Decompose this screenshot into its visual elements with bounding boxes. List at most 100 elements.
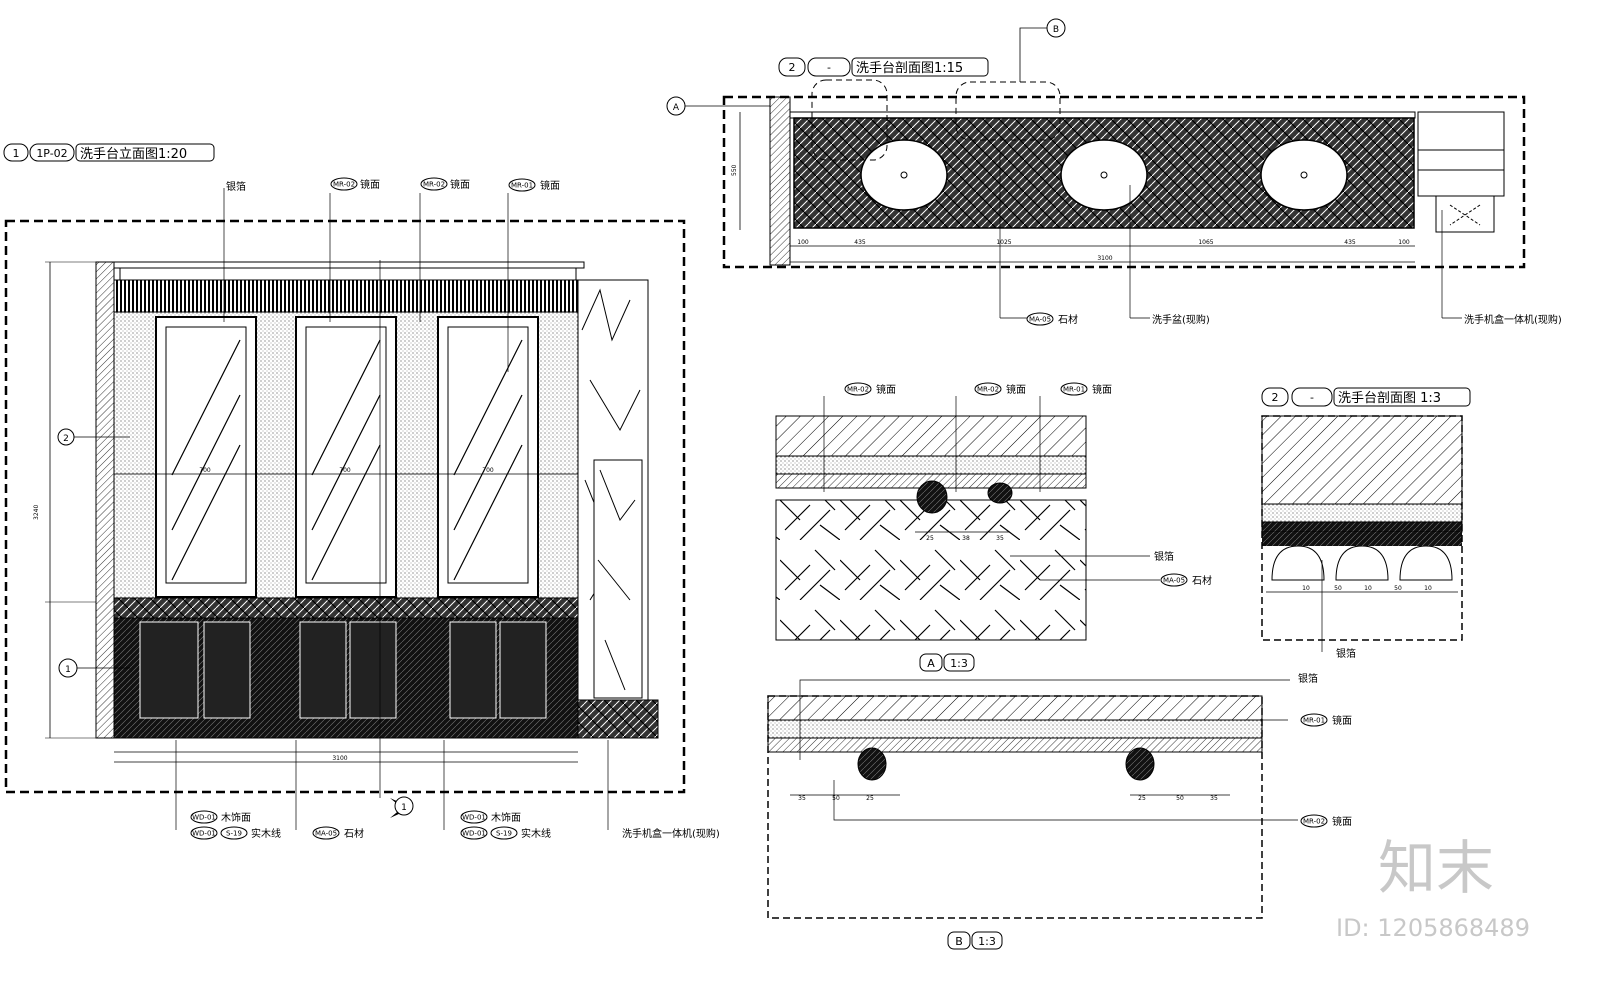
elevation-marker-bottom: 1 (401, 803, 407, 813)
detail-b-callouts: 银箔 MR-01 镜面 MR-02 镜面 (799, 672, 1352, 828)
detail-2-dim-10b: 10 (1364, 585, 1372, 592)
elevation-bottom-callouts: WD-01 木饰面 WD-01 S-19 实木线 MA-05 石材 WD-01 … (175, 740, 720, 840)
tag-mr02-b: MR-02 (423, 181, 445, 189)
plan-dim-height: 550 (731, 164, 738, 176)
section-plan-callouts: MA-05 石材 洗手盆(现购) 洗手机盒一体机(现购) (999, 150, 1562, 326)
plan-dim-435a: 435 (854, 239, 866, 246)
callout-detail-b-silver: 银箔 (1298, 672, 1318, 685)
callout-detail-b-mirror2: 镜面 (1332, 815, 1352, 828)
detail-2-dim-50b: 50 (1394, 585, 1402, 592)
section-plan-frame (722, 95, 1526, 269)
tag-mr01-detail-a: MR-01 (1063, 386, 1085, 394)
detail-a-scale: 1:3 (950, 657, 968, 670)
tag-wd01-c: WD-01 (462, 814, 486, 822)
callout-detail-b-mirror1: 镜面 (1332, 714, 1352, 727)
detail-b-dim-25b: 25 (1138, 795, 1146, 802)
callout-wood-veneer-b: 木饰面 (491, 811, 521, 824)
detail-b-dim-50a: 50 (832, 795, 840, 802)
elevation-number: 1 (13, 147, 20, 160)
elevation-code: 1P-02 (36, 147, 67, 160)
section-plan-drawing (769, 79, 1505, 266)
tag-s19-a: S-19 (226, 830, 242, 838)
section-plan-number: 2 (789, 61, 796, 74)
plan-dim-1025: 1025 (996, 239, 1011, 246)
callout-wood-veneer-a: 木饰面 (221, 811, 251, 824)
tag-mr02-a: MR-02 (333, 181, 355, 189)
plan-dim-total: 3100 (1097, 255, 1112, 262)
tag-mr01-detail-b: MR-01 (1303, 717, 1325, 725)
section-plan-code: - (827, 61, 831, 74)
section-plan-markers: A B (666, 18, 1066, 116)
detail-a-title: A 1:3 (919, 653, 975, 672)
section-plan-dimensions: 100 435 1025 1065 435 100 3100 550 (731, 112, 1415, 263)
tag-mr02-detail-b: MR-02 (1303, 818, 1325, 826)
detail-b-dim-35a: 35 (798, 795, 806, 802)
elevation-dim-w2: 700 (339, 467, 351, 474)
detail-2-title-block: 2 - 洗手台剖面图 1:3 (1261, 387, 1471, 407)
detail-2-code: - (1310, 391, 1314, 404)
tag-wd01-a: WD-01 (192, 814, 216, 822)
section-marker-1: 1 (65, 665, 71, 675)
detail-a-callouts: MR-02 镜面 MR-02 镜面 MR-01 镜面 银箔 MA-05 石材 (823, 382, 1212, 587)
brand-block: 知末 ID: 1205868489 (1336, 834, 1530, 942)
elevation-drawing (95, 261, 659, 739)
callout-stone-elev: 石材 (344, 827, 364, 840)
section-marker-2: 2 (63, 434, 69, 444)
tag-ma05-detail-a: MA-05 (1163, 577, 1185, 585)
brand-id: ID: 1205868489 (1336, 914, 1530, 942)
callout-detail-a-stone: 石材 (1192, 574, 1212, 587)
plan-dim-100b: 100 (1398, 239, 1410, 246)
detail-b-dim-25a: 25 (866, 795, 874, 802)
tag-ma05-plan: MA-05 (1029, 316, 1051, 324)
detail-a-dim-35: 35 (996, 535, 1004, 542)
elevation-dim-total: 3100 (332, 755, 347, 762)
detail-a-letter: A (927, 657, 935, 670)
callout-silver-leaf: 银箔 (226, 180, 246, 193)
marker-b: B (1053, 25, 1059, 35)
detail-b-title: B 1:3 (947, 931, 1003, 950)
tag-mr01: MR-01 (511, 182, 533, 190)
detail-2-dim-50a: 50 (1334, 585, 1342, 592)
tag-mr02-detail-a1: MR-02 (847, 386, 869, 394)
elevation-title-block: 1 1P-02 洗手台立面图1:20 (3, 143, 215, 162)
callout-mirror-c: 镜面 (540, 179, 560, 192)
elevation-dimensions: 3240 3100 700 700 700 (33, 261, 578, 763)
callout-detail-a-silver: 银箔 (1154, 550, 1174, 563)
section-plan-title: 洗手台剖面图1:15 (856, 61, 963, 76)
plan-dim-1065: 1065 (1198, 239, 1213, 246)
tag-wd01-b: WD-01 (192, 830, 216, 838)
callout-stone-plan: 石材 (1058, 313, 1078, 326)
elevation-dim-w1: 700 (199, 467, 211, 474)
detail-b-dim-35b: 35 (1210, 795, 1218, 802)
detail-2-dim-10a: 10 (1302, 585, 1310, 592)
brand-logo: 知末 (1378, 834, 1494, 902)
detail-b-drawing: 35 50 25 25 50 35 (767, 695, 1263, 919)
elevation-top-callouts: 银箔 MR-02 镜面 MR-02 镜面 MR-01 镜面 (223, 177, 560, 372)
callout-mirror-a: 镜面 (360, 178, 380, 191)
callout-machine-box-elev: 洗手机盒一体机(现购) (622, 827, 720, 840)
tag-s19-b: S-19 (496, 830, 512, 838)
callout-detail-a-mirror3: 镜面 (1092, 383, 1112, 396)
detail-2-title: 洗手台剖面图 1:3 (1338, 391, 1441, 406)
elevation-dim-height: 3240 (33, 505, 40, 520)
callout-mirror-b: 镜面 (450, 178, 470, 191)
callout-machine-plan: 洗手机盒一体机(现购) (1464, 313, 1562, 326)
detail-2-number: 2 (1272, 391, 1279, 404)
callout-solid-wood-b: 实木线 (521, 827, 551, 840)
callout-basin: 洗手盆(现购) (1152, 313, 1210, 326)
tag-ma05-elev: MA-05 (315, 830, 337, 838)
elevation-title: 洗手台立面图1:20 (80, 147, 187, 162)
callout-detail-a-mirror2: 镜面 (1006, 383, 1026, 396)
callout-solid-wood-a: 实木线 (251, 827, 281, 840)
detail-b-letter: B (955, 935, 963, 948)
detail-2-drawing: 10 50 10 50 10 银箔 (1261, 415, 1463, 660)
elevation-frame (4, 219, 686, 794)
tag-mr02-detail-a2: MR-02 (977, 386, 999, 394)
tag-wd01-d: WD-01 (462, 830, 486, 838)
marker-a: A (673, 103, 680, 113)
elevation-dim-w3: 700 (482, 467, 494, 474)
elevation-markers: 2 1 1 (57, 260, 414, 818)
callout-detail-a-mirror1: 镜面 (876, 383, 896, 396)
detail-a-dim-38: 38 (962, 535, 970, 542)
